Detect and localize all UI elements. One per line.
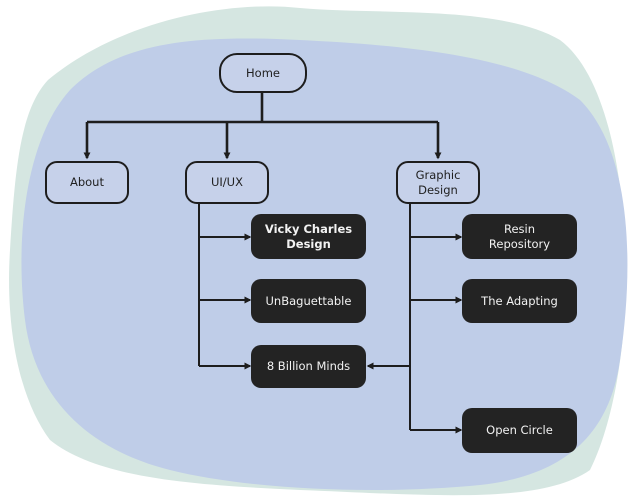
node-unbaguettable-label: UnBaguettable	[265, 293, 352, 308]
node-uiux: UI/UX	[185, 161, 269, 204]
connectors-uiux	[198, 204, 252, 370]
node-resin-repository-label: Resin Repository	[488, 221, 551, 251]
node-the-adapting-label: The Adapting	[481, 293, 558, 308]
node-uiux-label: UI/UX	[211, 175, 243, 189]
node-graphic-design-label: Graphic Design	[415, 167, 461, 197]
node-graphic-design: Graphic Design	[396, 161, 480, 204]
node-the-adapting: The Adapting	[462, 279, 577, 323]
connectors	[83, 93, 442, 160]
connectors-graphic-design	[366, 204, 463, 434]
node-vicky-charles-design: Vicky Charles Design	[251, 214, 366, 259]
node-about-label: About	[69, 175, 104, 189]
node-resin-repository: Resin Repository	[462, 214, 577, 259]
node-open-circle-label: Open Circle	[486, 423, 553, 437]
node-home-label: Home	[246, 65, 280, 80]
node-home: Home	[219, 53, 307, 93]
background-blob-front	[21, 38, 628, 491]
node-unbaguettable: UnBaguettable	[251, 279, 366, 323]
node-vicky-charles-design-label: Vicky Charles Design	[264, 221, 353, 251]
node-8-billion-minds-label: 8 Billion Minds	[266, 359, 351, 373]
node-about: About	[45, 161, 129, 204]
node-open-circle: Open Circle	[462, 408, 577, 453]
node-8-billion-minds: 8 Billion Minds	[251, 345, 366, 388]
